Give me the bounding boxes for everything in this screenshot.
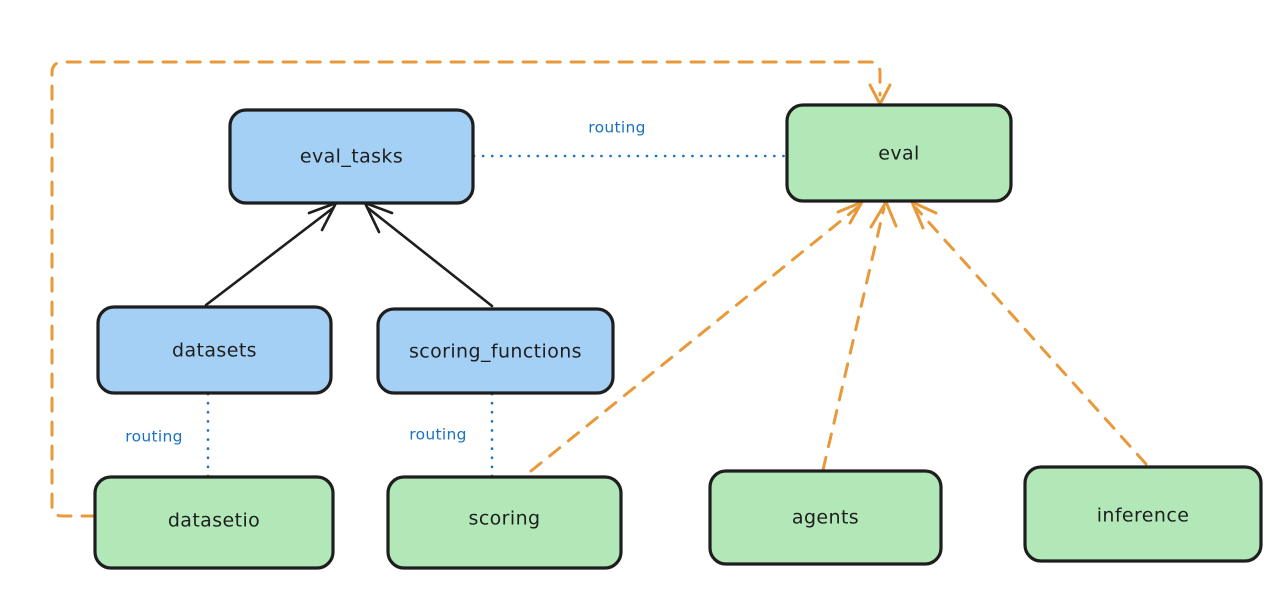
edge-datasets-eval_tasks: [204, 201, 338, 307]
node-inference-shape[interactable]: [1023, 465, 1263, 563]
edge-agents-eval-arrowhead: [869, 200, 898, 229]
node-scoring_functions-shape[interactable]: [376, 307, 615, 395]
node-datasetio-label: datasetio: [168, 510, 260, 532]
node-datasets[interactable]: datasets: [96, 305, 333, 395]
edge-scoring_functions-eval_tasks: [363, 201, 494, 308]
node-datasets-label: datasets: [172, 340, 257, 362]
node-agents-label: agents: [792, 507, 859, 529]
node-eval_tasks[interactable]: eval_tasks: [228, 108, 475, 205]
edge-inference-eval: [910, 200, 1148, 466]
edge-datasetio-eval-line: [50, 60, 882, 518]
edge-label-layer: routing routing routing: [125, 119, 646, 446]
node-datasets-shape[interactable]: [96, 305, 333, 395]
edge-agents-eval-line: [821, 206, 886, 472]
node-datasetio-shape[interactable]: [93, 475, 335, 570]
node-datasetio[interactable]: datasetio: [93, 475, 335, 570]
node-layer: eval_tasks eval datasets scoring_functio…: [93, 103, 1263, 570]
node-scoring-label: scoring: [469, 508, 541, 530]
edge-scoring-eval-line: [529, 205, 860, 473]
node-eval_tasks-shape[interactable]: [228, 108, 475, 205]
node-agents-shape[interactable]: [708, 469, 943, 566]
node-scoring-shape[interactable]: [386, 475, 623, 570]
edge-inference-eval-line: [914, 206, 1148, 466]
edge-datasets-eval_tasks-line: [204, 206, 335, 307]
edge-label-routing-eval: routing: [588, 119, 646, 137]
edge-label-routing-scoring: routing: [409, 426, 467, 444]
node-scoring_functions[interactable]: scoring_functions: [376, 307, 615, 395]
node-eval-shape[interactable]: [785, 103, 1013, 203]
edge-scoring_functions-eval_tasks-line: [366, 206, 494, 308]
node-eval[interactable]: eval: [785, 103, 1013, 203]
edge-label-routing-datasetio: routing: [125, 428, 183, 446]
node-inference[interactable]: inference: [1023, 465, 1263, 563]
node-agents[interactable]: agents: [708, 469, 943, 566]
node-eval-label: eval: [878, 143, 919, 165]
node-scoring[interactable]: scoring: [386, 475, 623, 570]
node-eval_tasks-label: eval_tasks: [300, 146, 403, 168]
node-inference-label: inference: [1097, 505, 1190, 527]
edge-agents-eval: [821, 200, 898, 472]
node-scoring_functions-label: scoring_functions: [409, 341, 582, 363]
